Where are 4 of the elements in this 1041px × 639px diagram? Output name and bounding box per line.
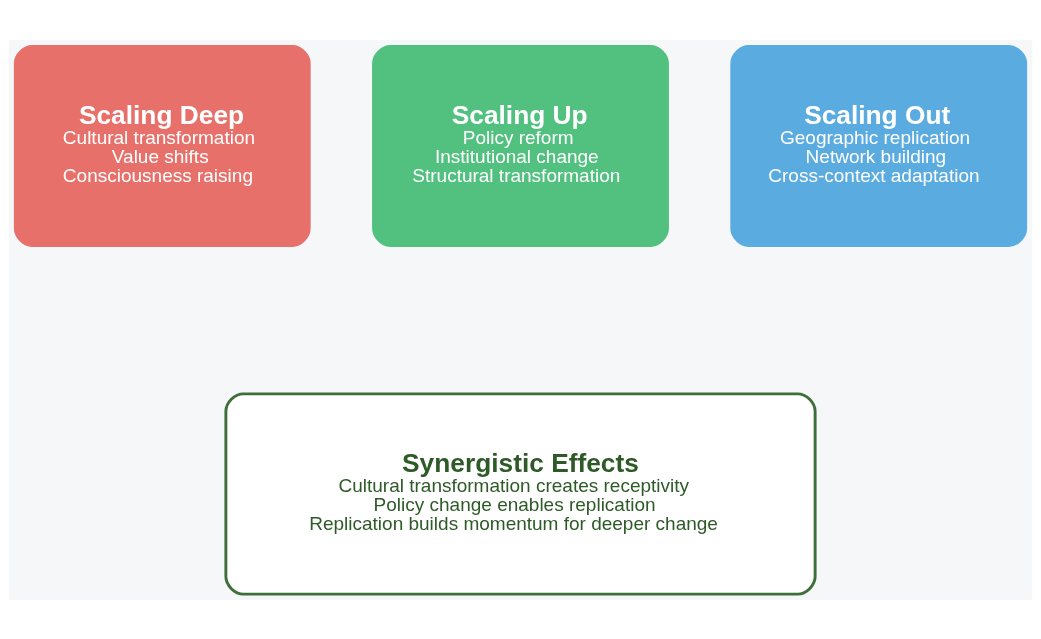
node-box: Synergistic Effects Cultural transformation creates receptivity Policy change enables replication Replication builds momentum for deeper change: [224, 391, 817, 596]
node-box: Scaling Up Policy reform Institutional change Structural transformation: [372, 44, 669, 247]
node-box: Scaling Out Geographic replication Network building Cross-context adaptation: [730, 44, 1028, 247]
node-box: Scaling Deep Cultural transformation Value shifts Consciousness raising: [13, 44, 311, 247]
